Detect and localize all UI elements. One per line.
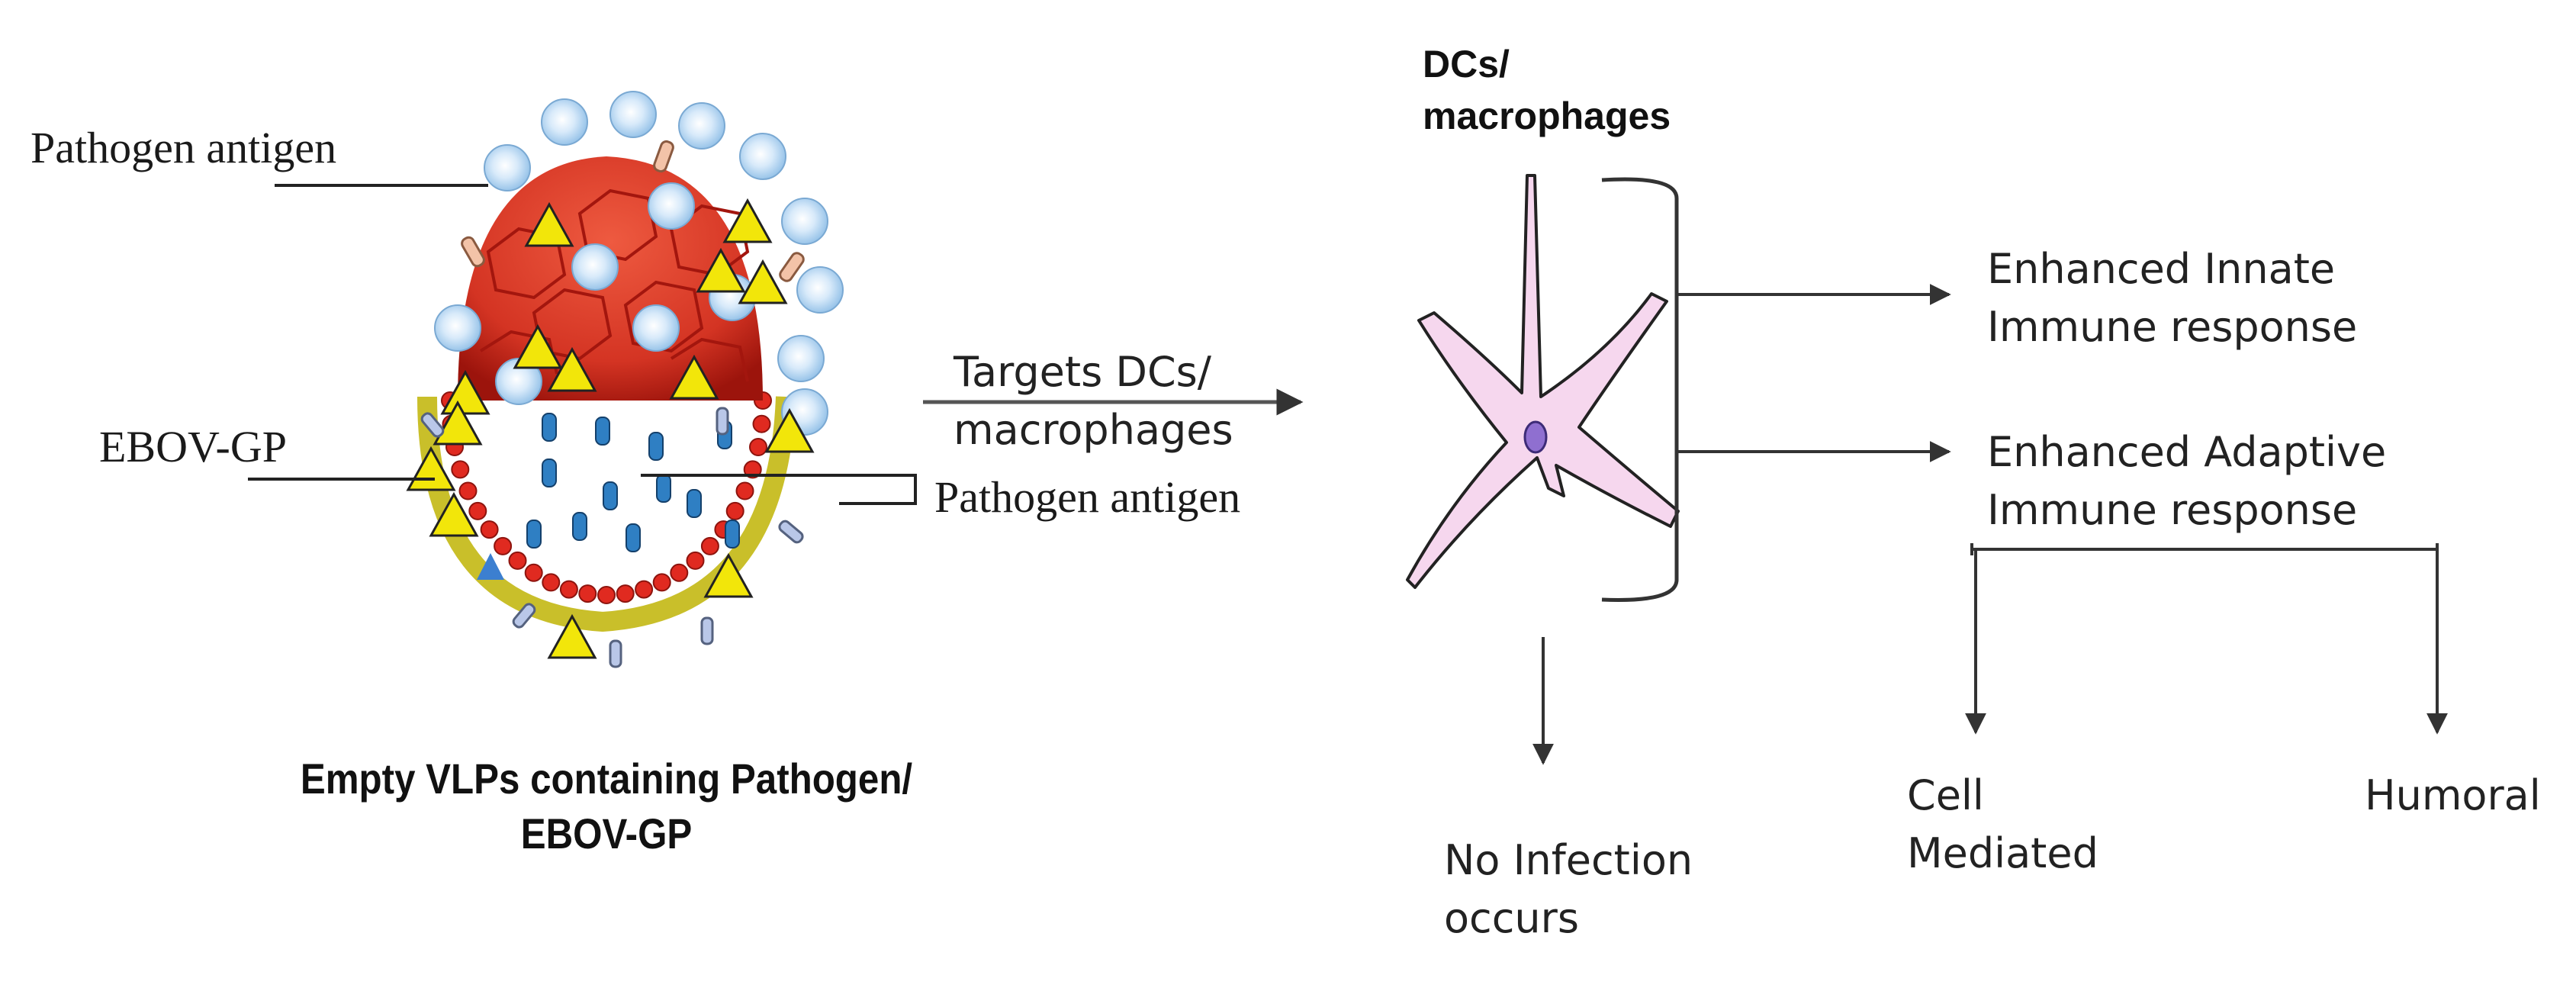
antigen-blob-icon [541,98,588,146]
interior-antigen-icon [687,489,702,518]
glycoprotein-triangle-icon [738,259,788,304]
cell-bracket [1601,177,1679,602]
glycoprotein-triangle-icon [547,613,597,659]
antigen-blob-icon [739,133,786,180]
label-targets: Targets DCs/ macrophages [954,343,1233,459]
label-cell-mediated: Cell Mediated [1907,767,2098,883]
dendritic-cell-nucleus [1523,420,1548,454]
cell-title-line2: macrophages [1423,95,1671,137]
glycoprotein-triangle-icon [406,446,456,491]
vlp-blue-marker [477,553,504,580]
interior-antigen-icon [725,520,740,549]
label-cell-mediated-line1: Cell [1907,771,1984,819]
interior-antigen-icon [572,512,587,541]
vlp-glycoproteins [406,198,815,659]
label-no-infection: No Infection occurs [1444,832,1693,948]
vlp-caption-line2: EBOV-GP [520,809,693,857]
vlp-caption-line1: Empty VLPs containing Pathogen/ [300,755,913,803]
label-pathogen-antigen-top: Pathogen antigen [31,123,337,172]
inner-ring-dot-icon [458,481,478,500]
dendritic-cell-body [1406,174,1680,589]
glycoprotein-triangle-icon [703,552,754,598]
label-cell-mediated-line2: Mediated [1907,829,2098,877]
cell-title-line1: DCs/ [1423,43,1510,85]
interior-antigen-icon [626,523,641,552]
glycoprotein-triangle-icon [429,491,479,537]
interior-antigen-icon [526,520,542,549]
glycoprotein-triangle-icon [513,323,563,369]
label-adaptive-line2: Immune response [1987,486,2358,534]
label-adaptive-response: Enhanced Adaptive Immune response [1987,423,2386,539]
inner-ring-dot-icon [480,520,499,539]
glycoprotein-triangle-icon [433,400,483,446]
cell-title: DCs/ macrophages [1423,38,1671,142]
label-adaptive-line1: Enhanced Adaptive [1987,428,2387,476]
inner-ring-dot-icon [578,584,597,603]
label-pathogen-antigen-inner: Pathogen antigen [934,472,1241,522]
interior-antigen-icon [603,481,618,510]
antigen-blob-icon [571,243,619,291]
antigen-blob-icon [609,91,657,138]
antigen-blob-icon [678,102,725,150]
inner-ring-dot-icon [508,551,527,570]
vlp-interior-antigens [526,413,740,552]
glycoprotein-triangle-icon [547,346,597,392]
inner-ring-dot-icon [616,584,635,603]
antigen-blob-icon [777,335,825,382]
inner-ring-dot-icon [749,438,767,456]
interior-antigen-icon [595,417,610,446]
inner-ring-dot-icon [494,536,513,555]
label-targets-line2: macrophages [954,406,1233,454]
inner-ring-dot-icon [743,460,762,479]
antigen-blob-icon [796,266,844,314]
inner-ring-dot-icon [700,536,719,555]
antigen-blob-icon [434,304,481,352]
inner-ring-dot-icon [468,501,487,520]
inner-ring-dot-icon [652,573,671,592]
antigen-blob-icon [484,144,531,191]
label-targets-line1: Targets DCs/ [954,348,1211,396]
inner-ring-dot-icon [451,460,470,479]
inner-ring-dot-icon [670,563,689,582]
label-ebov-gp: EBOV-GP [99,422,288,471]
inner-ring-dot-icon [597,586,616,604]
interior-antigen-icon [542,458,557,487]
antigen-blob-icon [781,198,828,245]
vlp-leader-lines [248,184,917,505]
inner-ring-dot-icon [524,563,543,582]
adaptive-split-lines [1970,543,2439,555]
inner-ring-dot-icon [725,501,744,520]
inner-ring-dot-icon [542,573,561,592]
vlp-inner-ring-dots [441,391,772,604]
inner-ring-dot-icon [735,481,754,500]
glycoprotein-triangle-icon [669,354,719,400]
antigen-blob-icon [632,304,680,352]
label-humoral: Humoral [2365,771,2541,819]
interior-antigen-icon [656,474,671,503]
inner-ring-dot-icon [559,580,578,599]
label-no-infection-line1: No Infection [1444,836,1693,884]
label-innate-response: Enhanced Innate Immune response [1987,240,2357,356]
interior-antigen-icon [648,432,664,461]
vlp-caption: Empty VLPs containing Pathogen/ EBOV-GP [254,751,959,861]
glycoprotein-triangle-icon [440,369,490,415]
label-innate-line2: Immune response [1987,303,2358,351]
glycoprotein-triangle-icon [764,407,815,453]
antigen-blob-icon [648,182,695,230]
glycoprotein-triangle-icon [696,247,746,293]
glycoprotein-triangle-icon [524,201,574,247]
vlp-particle [406,91,844,668]
inner-ring-dot-icon [752,414,771,433]
interior-antigen-icon [542,413,557,442]
inner-ring-dot-icon [686,551,705,570]
label-innate-line1: Enhanced Innate [1987,245,2336,293]
dendritic-cell [1406,174,1680,589]
inner-ring-dot-icon [635,580,654,599]
label-no-infection-line2: occurs [1444,894,1579,942]
glycoprotein-triangle-icon [722,198,773,243]
vlp-surface-rods [420,140,805,668]
